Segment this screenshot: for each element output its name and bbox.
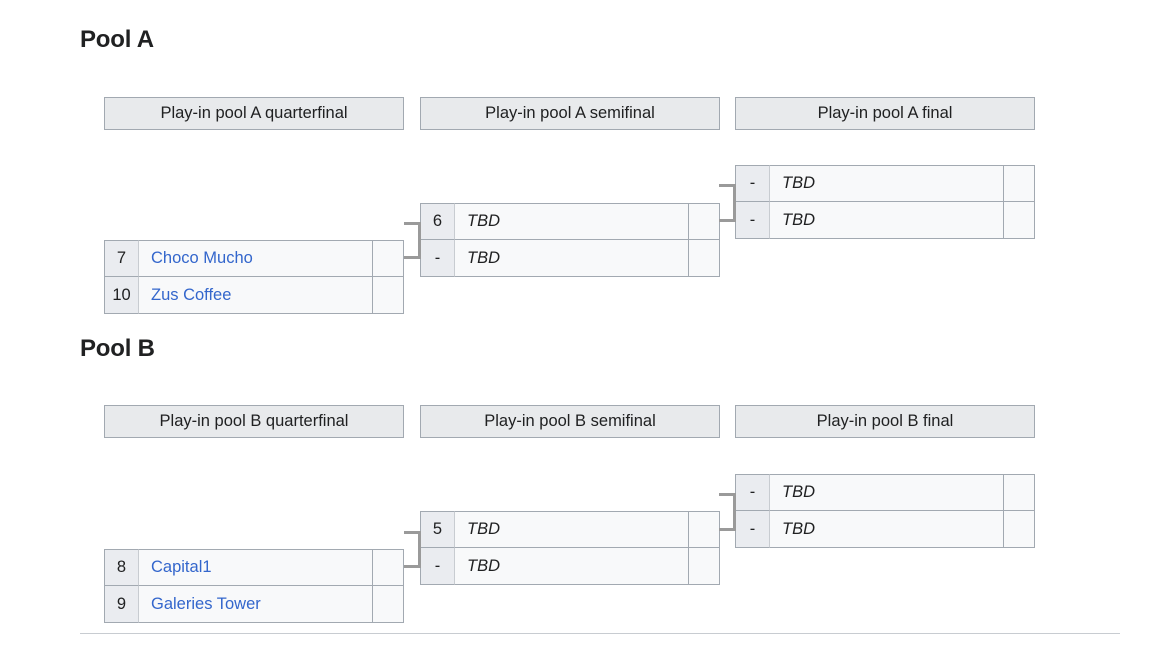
team-name-cell: TBD: [769, 511, 1003, 548]
pool-b-round-header-quarterfinal: Play-in pool B quarterfinal: [104, 405, 404, 438]
seed-cell: -: [735, 202, 769, 239]
team-name-cell[interactable]: Galeries Tower: [138, 586, 372, 623]
score-cell: [1003, 474, 1035, 511]
team-name-cell[interactable]: Capital1: [138, 549, 372, 586]
bracket-row[interactable]: - TBD: [420, 548, 720, 585]
pool-b-quarterfinal-match: 8 Capital1 9 Galeries Tower: [104, 549, 404, 623]
score-cell: [1003, 202, 1035, 239]
pool-a-heading: Pool A: [80, 26, 154, 53]
pool-a-round-header-final: Play-in pool A final: [735, 97, 1035, 130]
bracket-row[interactable]: - TBD: [735, 511, 1035, 548]
team-name-cell: TBD: [454, 511, 688, 548]
pool-b-semifinal-match: 5 TBD - TBD: [420, 511, 720, 585]
team-name-cell[interactable]: Zus Coffee: [138, 277, 372, 314]
seed-cell: 8: [104, 549, 138, 586]
seed-cell: -: [735, 474, 769, 511]
seed-cell: 5: [420, 511, 454, 548]
bracket-row[interactable]: 9 Galeries Tower: [104, 586, 404, 623]
pool-a-round-header-semifinal: Play-in pool A semifinal: [420, 97, 720, 130]
team-name-cell: TBD: [454, 548, 688, 585]
team-name-cell: TBD: [454, 203, 688, 240]
seed-cell: 7: [104, 240, 138, 277]
score-cell: [372, 240, 404, 277]
seed-cell: -: [735, 165, 769, 202]
bracket-row[interactable]: - TBD: [735, 165, 1035, 202]
bracket-row[interactable]: - TBD: [735, 202, 1035, 239]
pool-b-heading: Pool B: [80, 335, 155, 362]
seed-cell: -: [420, 240, 454, 277]
bracket-row[interactable]: 7 Choco Mucho: [104, 240, 404, 277]
seed-cell: 10: [104, 277, 138, 314]
score-cell: [688, 240, 720, 277]
bracket-row[interactable]: - TBD: [420, 240, 720, 277]
team-name-cell: TBD: [769, 474, 1003, 511]
pool-a-final-match: - TBD - TBD: [735, 165, 1035, 239]
connector-qf-to-sf-pool-b: [404, 531, 421, 568]
team-name-cell: TBD: [454, 240, 688, 277]
bracket-row[interactable]: 5 TBD: [420, 511, 720, 548]
score-cell: [688, 203, 720, 240]
pool-b-round-header-final: Play-in pool B final: [735, 405, 1035, 438]
bracket-row[interactable]: 8 Capital1: [104, 549, 404, 586]
connector-qf-to-sf-pool-a: [404, 222, 421, 259]
pool-b-round-header-semifinal: Play-in pool B semifinal: [420, 405, 720, 438]
pool-a-semifinal-match: 6 TBD - TBD: [420, 203, 720, 277]
bracket-row[interactable]: - TBD: [735, 474, 1035, 511]
pool-a-quarterfinal-match: 7 Choco Mucho 10 Zus Coffee: [104, 240, 404, 314]
connector-sf-to-final-pool-a: [719, 184, 736, 222]
bracket-row[interactable]: 6 TBD: [420, 203, 720, 240]
score-cell: [372, 277, 404, 314]
team-name-cell[interactable]: Choco Mucho: [138, 240, 372, 277]
team-name-cell: TBD: [769, 165, 1003, 202]
pool-a-round-header-quarterfinal: Play-in pool A quarterfinal: [104, 97, 404, 130]
seed-cell: 9: [104, 586, 138, 623]
score-cell: [688, 511, 720, 548]
seed-cell: 6: [420, 203, 454, 240]
seed-cell: -: [420, 548, 454, 585]
seed-cell: -: [735, 511, 769, 548]
team-name-cell: TBD: [769, 202, 1003, 239]
bottom-divider: [80, 633, 1120, 634]
score-cell: [1003, 165, 1035, 202]
connector-sf-to-final-pool-b: [719, 493, 736, 531]
score-cell: [372, 586, 404, 623]
score-cell: [372, 549, 404, 586]
score-cell: [688, 548, 720, 585]
score-cell: [1003, 511, 1035, 548]
bracket-row[interactable]: 10 Zus Coffee: [104, 277, 404, 314]
pool-b-final-match: - TBD - TBD: [735, 474, 1035, 548]
